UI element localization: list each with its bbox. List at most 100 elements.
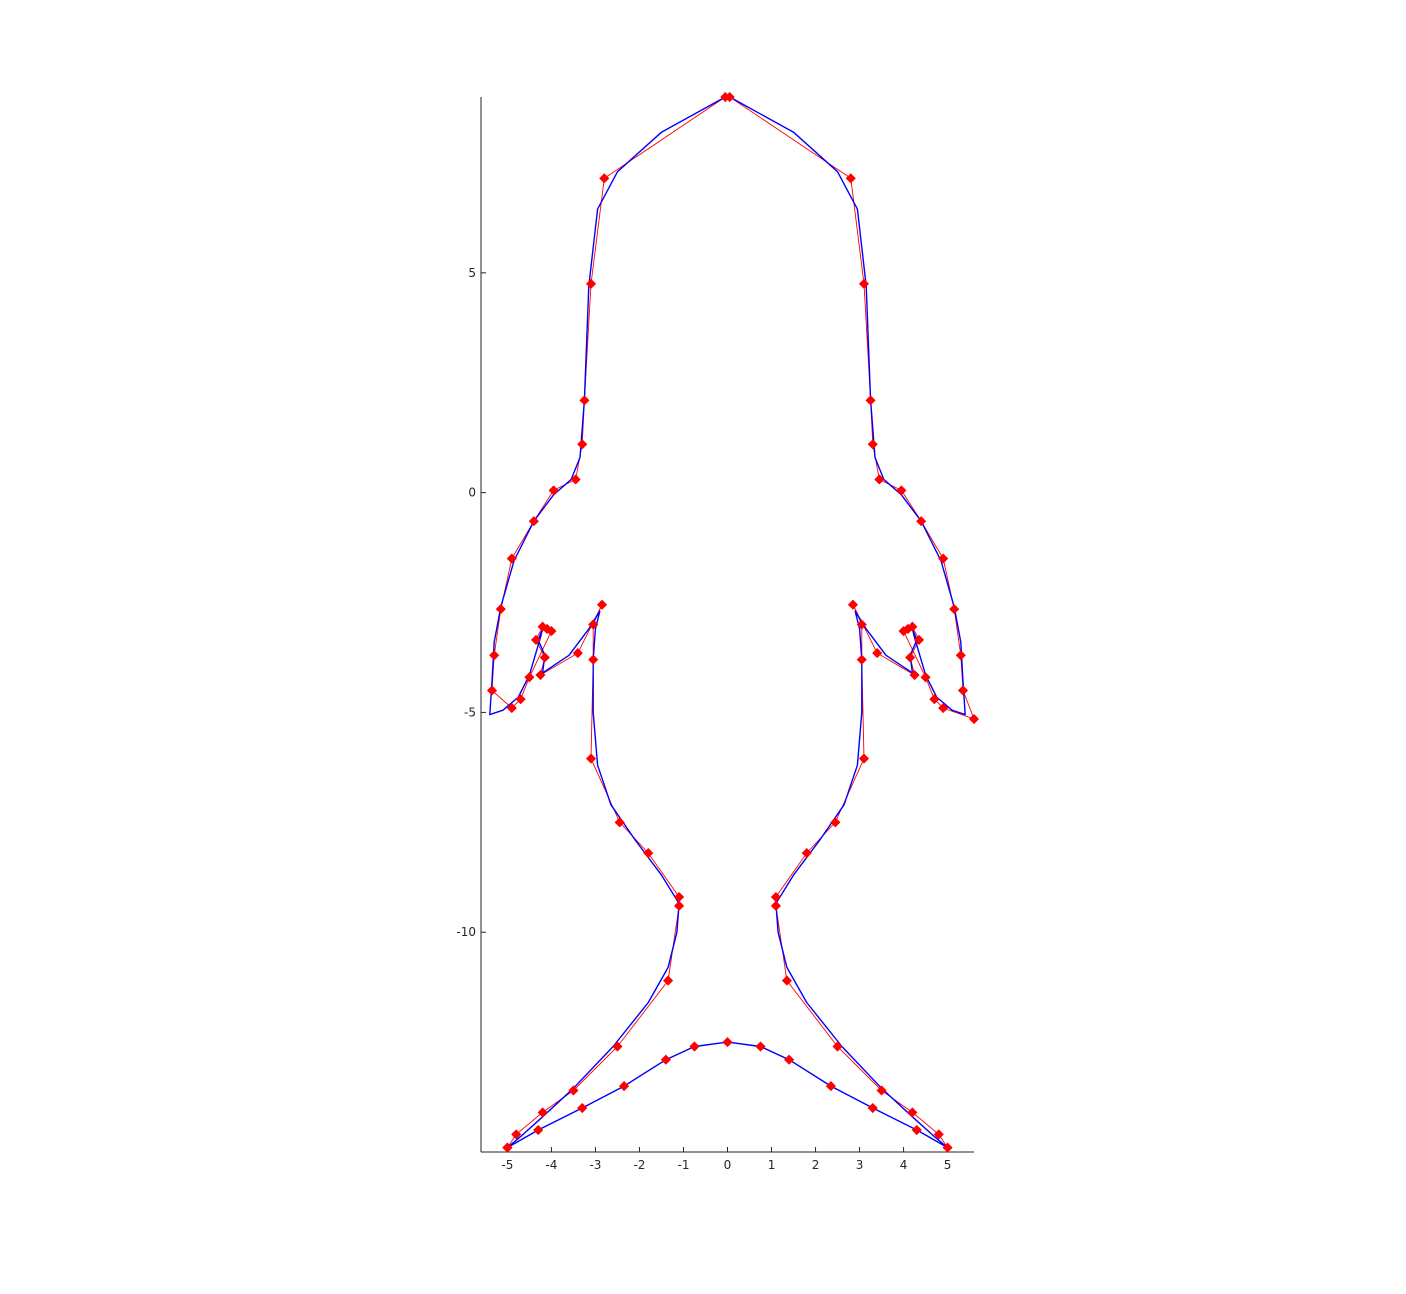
control-point-marker [599, 173, 610, 184]
control-point-marker [579, 395, 590, 406]
control-point-marker [907, 621, 918, 632]
x-tick-label: -5 [501, 1158, 513, 1172]
control-point-marker [872, 648, 883, 659]
control-point-marker [968, 713, 980, 725]
control-point-marker [938, 553, 949, 564]
control-point-marker [618, 1080, 630, 1092]
fitted-curve-layer [489, 96, 966, 1149]
control-point-markers [486, 91, 980, 1153]
control-point-marker [515, 694, 526, 705]
control-point-marker [489, 650, 500, 661]
control-point-marker [596, 599, 608, 610]
control-point-marker [588, 619, 599, 630]
control-point-marker [949, 604, 960, 615]
control-point-marker [781, 975, 792, 986]
y-tick-label: -10 [456, 925, 476, 939]
control-point-marker [755, 1041, 766, 1052]
control-point-marker [874, 474, 885, 485]
control-point-marker [572, 648, 583, 659]
control-point-marker [506, 702, 517, 714]
control-point-marker [537, 1107, 548, 1118]
control-point-marker [845, 173, 856, 184]
y-tick-label: -5 [464, 705, 476, 719]
control-point-marker [847, 599, 859, 610]
x-tick-label: -3 [589, 1158, 601, 1172]
control-point-marker [913, 634, 925, 645]
x-tick-label: 3 [856, 1158, 864, 1172]
control-point-marker [909, 669, 920, 681]
control-point-marker [660, 1054, 671, 1065]
control-point-marker [905, 652, 916, 663]
control-point-marker [689, 1041, 700, 1052]
control-point-marker [933, 1129, 944, 1140]
control-point-marker [614, 817, 625, 828]
control-point-marker [506, 553, 517, 564]
control-point-marker [825, 1080, 837, 1092]
control-point-marker [801, 848, 812, 859]
control-polygon-line [491, 96, 975, 1148]
x-tick-label: 2 [812, 1158, 820, 1172]
y-tick-label: 0 [468, 486, 476, 500]
control-point-marker [724, 91, 735, 103]
control-point-marker [929, 694, 940, 705]
x-tick-label: -4 [545, 1158, 557, 1172]
control-polygon-layer [491, 96, 975, 1148]
control-point-marker [770, 891, 781, 903]
control-point-marker [568, 1085, 579, 1096]
control-point-marker [570, 474, 581, 485]
control-point-marker [502, 1142, 513, 1153]
control-point-marker [770, 900, 781, 911]
control-point-marker [920, 672, 931, 683]
control-point-marker [867, 1102, 878, 1114]
control-point-marker [663, 975, 674, 986]
control-point-marker [548, 485, 559, 496]
y-ticks: 5 0 -5 -10 [456, 266, 486, 939]
y-tick-label: 5 [468, 266, 476, 280]
control-point-marker [674, 891, 685, 903]
x-tick-label: 5 [944, 1158, 952, 1172]
control-point-marker [585, 278, 597, 289]
control-point-marker [486, 685, 498, 696]
control-point-marker [535, 669, 546, 681]
x-tick-label: -1 [677, 1158, 689, 1172]
control-point-marker [674, 900, 685, 911]
control-point-marker [942, 1142, 953, 1153]
control-point-marker [907, 1107, 918, 1118]
x-tick-label: 4 [900, 1158, 908, 1172]
control-point-marker [830, 817, 841, 828]
control-point-marker [577, 1102, 588, 1114]
control-point-marker [533, 1124, 544, 1136]
control-point-marker [528, 516, 539, 527]
control-point-marker [577, 439, 588, 450]
control-point-marker [546, 626, 557, 637]
control-point-marker [585, 753, 597, 764]
control-point-marker [530, 634, 542, 645]
control-point-marker [511, 1129, 522, 1140]
control-point-marker [722, 1037, 733, 1048]
control-point-marker [865, 395, 876, 406]
x-tick-label: 0 [724, 1158, 732, 1172]
x-ticks: -5 -4 -3 -2 -1 0 1 2 3 4 5 [501, 1147, 951, 1172]
x-tick-label: 1 [768, 1158, 776, 1172]
control-point-marker [784, 1054, 795, 1065]
control-point-marker [858, 753, 870, 764]
control-point-marker [539, 652, 550, 663]
control-point-marker [832, 1041, 843, 1052]
control-point-marker [911, 1124, 922, 1136]
control-point-marker [612, 1041, 623, 1052]
control-point-marker [588, 654, 599, 665]
control-point-marker [896, 485, 907, 496]
x-tick-label: -2 [633, 1158, 645, 1172]
control-point-marker [856, 619, 867, 630]
control-point-marker [495, 604, 506, 615]
control-point-marker [957, 685, 969, 696]
control-point-marker [524, 672, 535, 683]
control-point-marker [858, 278, 870, 289]
control-point-marker [856, 654, 867, 665]
control-point-marker [867, 439, 878, 450]
control-point-marker [955, 650, 966, 661]
fitted-curve-line [489, 96, 966, 1149]
control-point-marker [938, 702, 949, 714]
control-point-marker [643, 848, 654, 859]
